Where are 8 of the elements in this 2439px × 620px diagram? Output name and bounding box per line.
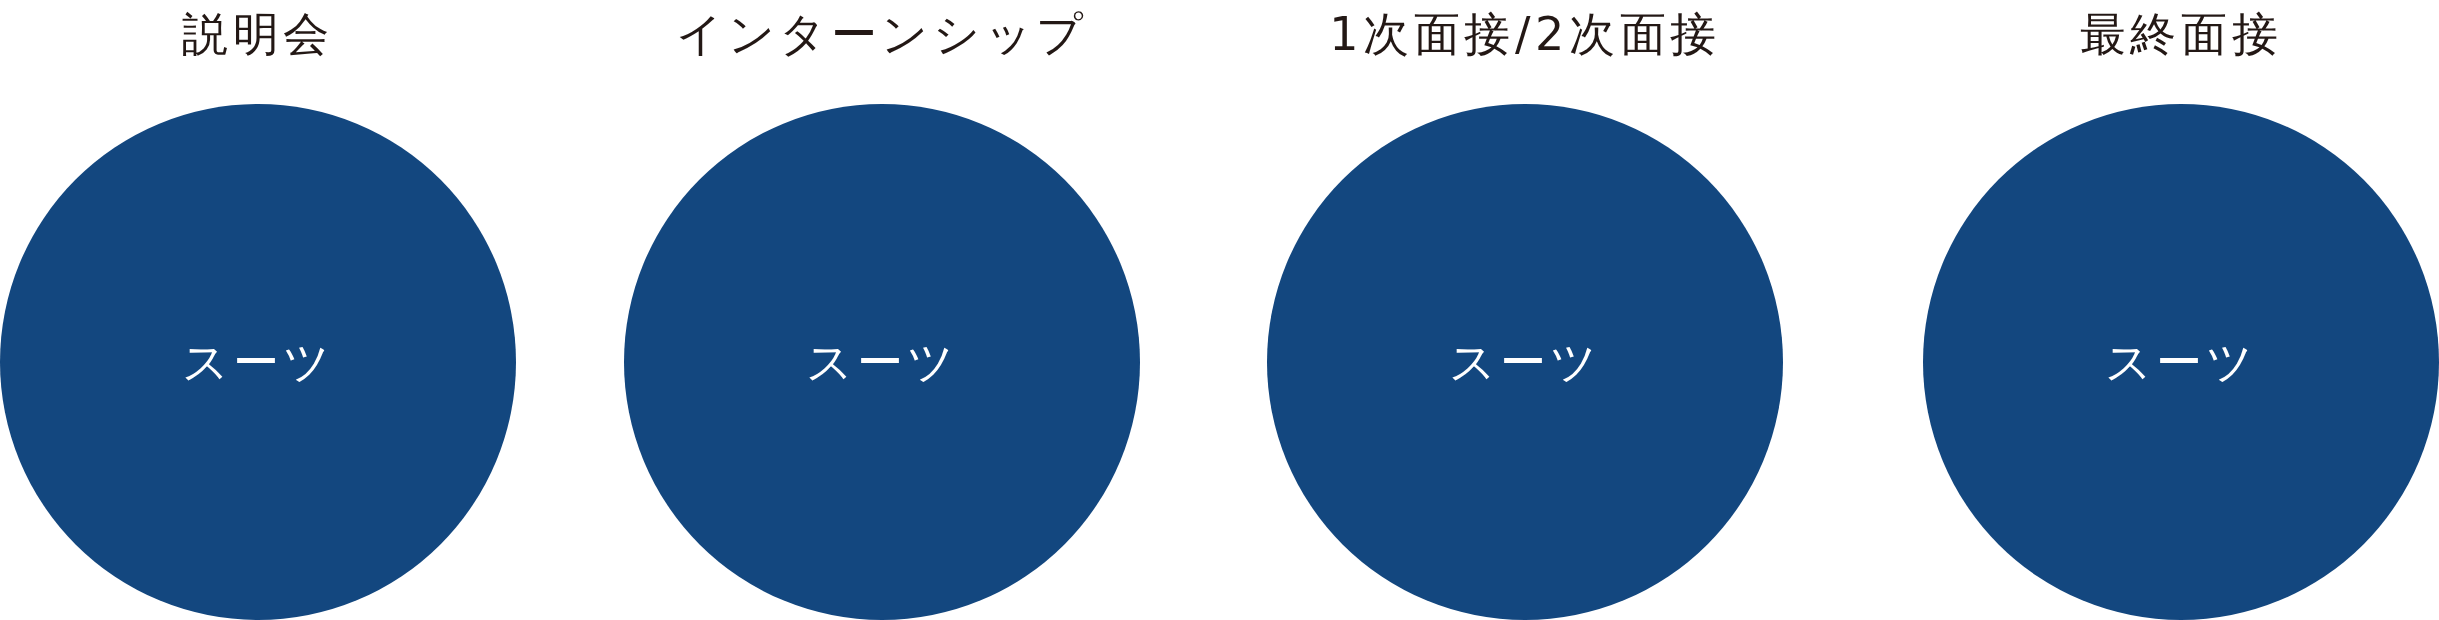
heading-text: 最終面接 (2079, 11, 2283, 57)
circle-label: スーツ (182, 339, 334, 385)
circle-label: スーツ (2105, 339, 2257, 385)
circle-label: スーツ (1449, 339, 1601, 385)
circle-label: スーツ (806, 339, 958, 385)
heading-text: 1次面接/2次面接 (1329, 11, 1721, 57)
heading-text: インターンシップ (676, 11, 1088, 57)
heading-text: 説明会 (182, 11, 334, 57)
